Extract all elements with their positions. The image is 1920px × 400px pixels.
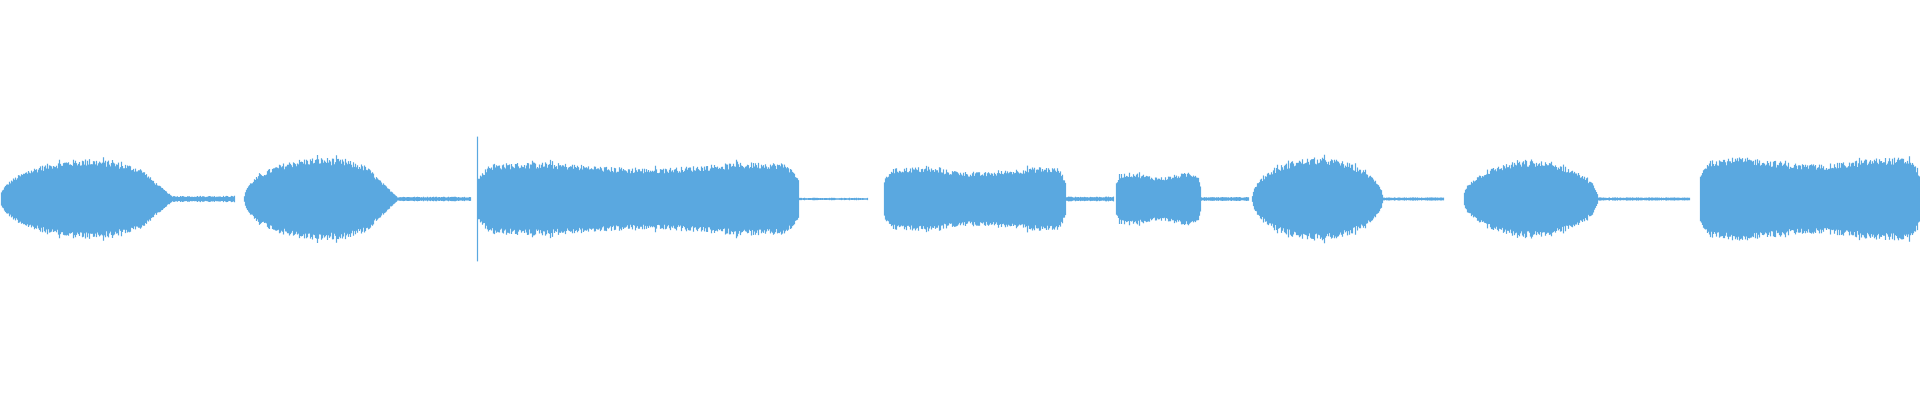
waveform-bars [0, 136, 1920, 262]
waveform-path [0, 136, 1920, 262]
